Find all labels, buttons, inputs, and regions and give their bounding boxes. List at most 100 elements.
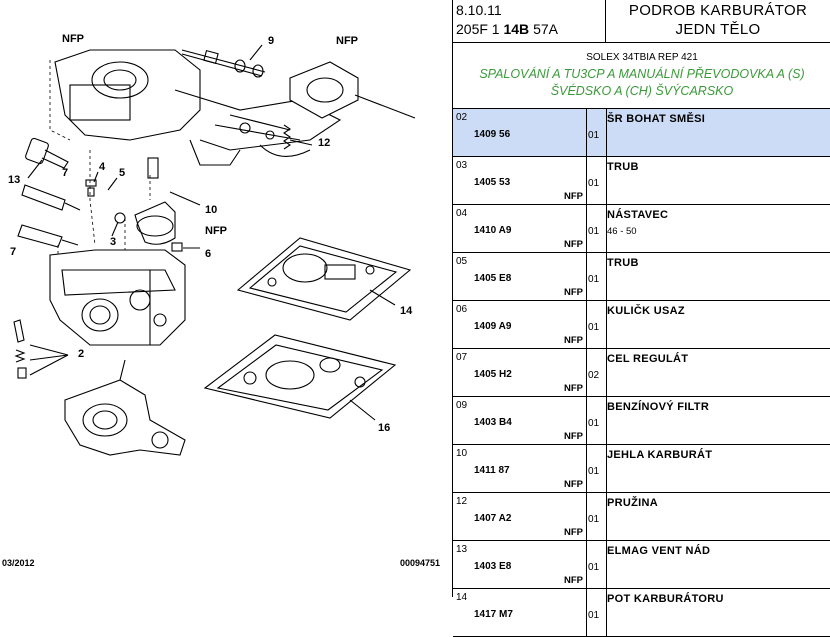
part-reference[interactable]: 1403 E8: [474, 561, 512, 572]
model-label: SOLEX 34TBIA REP 421: [586, 52, 698, 63]
part-name: BENZÍNOVÝ FILTR: [607, 401, 710, 413]
callout-2: 2: [78, 348, 84, 360]
part-ref-cell: 12 1407 A2 NFP: [453, 493, 587, 540]
part-quantity: 01: [588, 274, 600, 285]
header-title-line1: PODROB KARBURÁTOR: [628, 2, 808, 19]
part-qty-cell: 01: [586, 109, 607, 156]
nfp-flag: NFP: [564, 479, 583, 490]
part-quantity: 01: [588, 178, 600, 189]
part-reference[interactable]: 1409 A9: [474, 321, 512, 332]
desc-line1: SPALOVÁNÍ A TU3CP A MANUÁLNÍ PŘEVODOVKA …: [479, 67, 805, 81]
callout-5: 5: [119, 167, 125, 179]
part-qty-cell: 01: [586, 205, 607, 252]
part-quantity: 01: [588, 610, 600, 621]
callout-6: 6: [205, 248, 211, 260]
part-quantity: 01: [588, 466, 600, 477]
callout-nfp-top: NFP: [62, 33, 84, 45]
nfp-flag: NFP: [564, 239, 583, 250]
callout-12: 12: [318, 137, 330, 149]
callout-14: 14: [400, 305, 413, 317]
part-quantity: 01: [588, 514, 600, 525]
part-quantity: 01: [588, 130, 600, 141]
parts-panel: 8.10.11 205F 1 14B 57A PODROB KARBURÁTOR…: [452, 0, 830, 637]
part-qty-cell: 01: [586, 445, 607, 492]
part-qty-cell: 01: [586, 589, 607, 636]
callout-7a: 7: [62, 167, 68, 179]
application-description: SPALOVÁNÍ A TU3CP A MANUÁLNÍ PŘEVODOVKA …: [453, 66, 830, 100]
part-reference[interactable]: 1417 M7: [474, 609, 513, 620]
header-title: PODROB KARBURÁTOR JEDN TĚLO: [605, 1, 830, 39]
part-qty-cell: 01: [586, 493, 607, 540]
callout-nfp-float: NFP: [205, 225, 227, 237]
carburetor-drawing: NFP 9 NFP 12 13 7 4 5 10 7 3 NFP 6 14 2 …: [8, 33, 416, 456]
part-reference[interactable]: 1405 H2: [474, 369, 512, 380]
part-name: TRUB: [607, 161, 639, 173]
part-quantity: 01: [588, 322, 600, 333]
callout-9: 9: [268, 35, 274, 47]
panel-header: 8.10.11 205F 1 14B 57A PODROB KARBURÁTOR…: [453, 0, 830, 43]
part-name: TRUB: [607, 257, 639, 269]
callout-7b: 7: [10, 246, 16, 258]
part-name: CEL REGULÁT: [607, 353, 689, 365]
part-number: 12: [456, 496, 468, 507]
nfp-flag: NFP: [564, 383, 583, 394]
part-qty-cell: 01: [586, 157, 607, 204]
part-row[interactable]: 12 1407 A2 NFP 01 PRUŽINA: [453, 493, 830, 541]
part-ref-cell: 04 1410 A9 NFP: [453, 205, 587, 252]
part-qty-cell: 02: [586, 349, 607, 396]
part-row[interactable]: 06 1409 A9 NFP 01 KULIČK USAZ: [453, 301, 830, 349]
nfp-flag: NFP: [564, 287, 583, 298]
part-number: 06: [456, 304, 468, 315]
part-reference[interactable]: 1405 E8: [474, 273, 512, 284]
part-row[interactable]: 02 1409 56 01 ŠR BOHAT SMĚSI: [453, 109, 830, 157]
part-ref-cell: 13 1403 E8 NFP: [453, 541, 587, 588]
part-reference[interactable]: 1403 B4: [474, 417, 512, 428]
nfp-flag: NFP: [564, 575, 583, 586]
part-quantity: 01: [588, 418, 600, 429]
callout-16: 16: [378, 422, 390, 434]
part-row[interactable]: 03 1405 53 NFP 01 TRUB: [453, 157, 830, 205]
part-reference[interactable]: 1405 53: [474, 177, 511, 188]
part-quantity: 01: [588, 562, 600, 573]
subheader: SOLEX 34TBIA REP 421 SPALOVÁNÍ A TU3CP A…: [453, 43, 830, 109]
part-ref-cell: 03 1405 53 NFP: [453, 157, 587, 204]
header-title-line2: JEDN TĚLO: [675, 21, 761, 38]
header-date: 8.10.11: [456, 2, 502, 18]
diagram-id: 00094751: [400, 558, 441, 568]
part-reference[interactable]: 1411 87: [474, 465, 510, 476]
part-number: 10: [456, 448, 468, 459]
part-number: 13: [456, 544, 468, 555]
part-number: 03: [456, 160, 468, 171]
part-qty-cell: 01: [586, 397, 607, 444]
nfp-flag: NFP: [564, 527, 583, 538]
part-number: 02: [456, 112, 468, 123]
header-code-bold: 14B: [503, 21, 530, 37]
part-reference[interactable]: 1409 56: [474, 129, 511, 140]
part-qty-cell: 01: [586, 253, 607, 300]
part-name: ŠR BOHAT SMĚSI: [607, 113, 706, 125]
part-info: 46 - 50: [607, 226, 637, 237]
callout-4: 4: [99, 161, 106, 173]
part-reference[interactable]: 1410 A9: [474, 225, 512, 236]
nfp-flag: NFP: [564, 335, 583, 346]
part-number: 04: [456, 208, 468, 219]
part-name: KULIČK USAZ: [607, 305, 685, 317]
desc-line2: ŠVÉDSKO A (CH) ŠVÝCARSKO: [550, 84, 734, 98]
header-code-prefix: 205F 1: [456, 21, 500, 37]
header-code-suffix: 57A: [533, 21, 558, 37]
part-name: PRUŽINA: [607, 497, 658, 509]
part-reference[interactable]: 1407 A2: [474, 513, 512, 524]
part-ref-cell: 10 1411 87 NFP: [453, 445, 587, 492]
nfp-flag: NFP: [564, 191, 583, 202]
